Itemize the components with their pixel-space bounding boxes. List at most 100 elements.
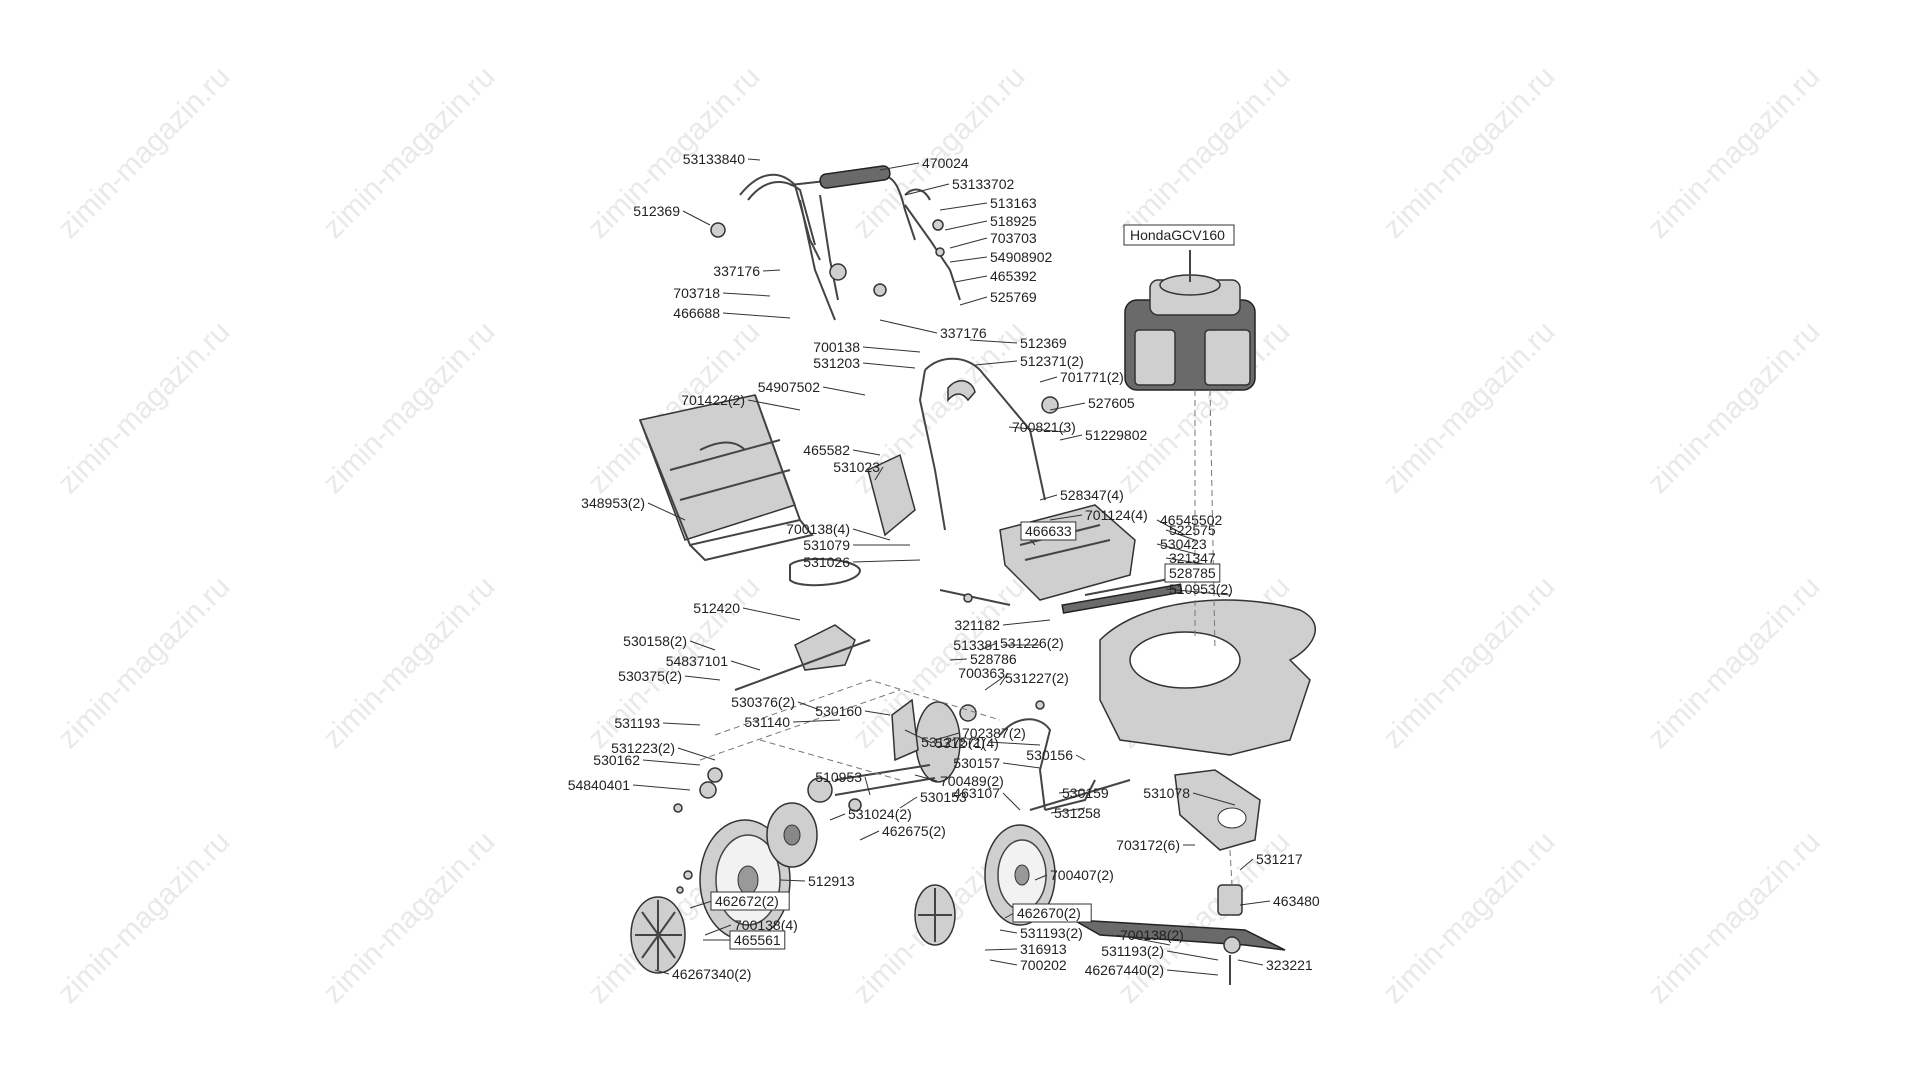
front-hubcap bbox=[914, 884, 956, 946]
part-number-text: 531217 bbox=[1256, 851, 1303, 867]
part-label: 531271(4) bbox=[935, 735, 999, 751]
part-number-text: 531193(2) bbox=[1020, 925, 1083, 941]
leader-line bbox=[989, 959, 1018, 966]
leader-line bbox=[647, 502, 686, 521]
part-label: 701422(2) bbox=[681, 392, 745, 408]
leader-line bbox=[939, 202, 988, 211]
leader-line bbox=[1002, 792, 1021, 811]
part-label: 531193(2) bbox=[1020, 925, 1083, 941]
leader-line bbox=[852, 559, 921, 563]
watermark-text: zimin-magazin.ru bbox=[1377, 315, 1562, 500]
leader-line bbox=[1165, 529, 1196, 541]
part-label: 701124(4) bbox=[1085, 507, 1148, 523]
part-label: 463480 bbox=[1273, 893, 1320, 909]
part-label: 700138(2) bbox=[1120, 927, 1184, 943]
part-label: 522575 bbox=[1169, 522, 1216, 538]
part-label: 462675(2) bbox=[882, 823, 946, 839]
watermark-text: zimin-magazin.ru bbox=[1377, 570, 1562, 755]
leader-line bbox=[949, 237, 988, 249]
leader-line bbox=[879, 162, 920, 171]
leader-line bbox=[1165, 588, 1231, 596]
rear-drive-axle bbox=[807, 764, 936, 812]
part-label: 530153 bbox=[920, 789, 967, 805]
part-label: 462672(2) bbox=[710, 891, 790, 911]
leader-line bbox=[829, 813, 846, 821]
leader-line bbox=[822, 386, 866, 396]
part-number-text: 531024(2) bbox=[848, 806, 912, 822]
leader-line bbox=[864, 776, 871, 796]
part-number-text: 316913 bbox=[1020, 941, 1067, 957]
part-number-text: 525769 bbox=[990, 289, 1037, 305]
leader-line bbox=[662, 722, 701, 726]
leader-line bbox=[1237, 959, 1264, 966]
part-number-text: 462670(2) bbox=[1017, 905, 1081, 921]
part-label: 531227(2) bbox=[1005, 670, 1069, 686]
watermark-text: zimin-magazin.ru bbox=[52, 60, 237, 245]
part-number-text: 703703 bbox=[990, 230, 1037, 246]
leader-line bbox=[677, 747, 716, 761]
part-number-text: 530423 bbox=[1160, 536, 1207, 552]
part-label: 530423 bbox=[1160, 536, 1207, 552]
part-number-text: 54908902 bbox=[990, 249, 1053, 265]
leader-line bbox=[1192, 792, 1236, 806]
part-number-text: 530376(2) bbox=[731, 694, 795, 710]
watermark-text: zimin-magazin.ru bbox=[317, 570, 502, 755]
leader-line bbox=[654, 969, 670, 975]
part-number-text: 700138 bbox=[813, 339, 860, 355]
part-number-text: 701422(2) bbox=[681, 392, 745, 408]
part-number-text: 700138(2) bbox=[1120, 927, 1184, 943]
part-label: 470024 bbox=[922, 155, 969, 171]
part-number-text: 46267440(2) bbox=[1085, 962, 1164, 978]
leader-line bbox=[682, 210, 711, 226]
part-number-text: 530162 bbox=[593, 752, 640, 768]
leader-line bbox=[979, 642, 998, 651]
part-label: 323221 bbox=[1266, 957, 1313, 973]
part-number-text: 512420 bbox=[693, 600, 740, 616]
part-label: 337176 bbox=[713, 263, 760, 279]
part-number-text: 513163 bbox=[990, 195, 1037, 211]
part-number-text: 703718 bbox=[673, 285, 720, 301]
part-number-text: 700138(4) bbox=[786, 521, 850, 537]
part-number-text: 527605 bbox=[1088, 395, 1135, 411]
part-number-text: 512913 bbox=[808, 873, 855, 889]
part-label: 512369 bbox=[633, 203, 680, 219]
boxed-label-frame bbox=[729, 930, 786, 950]
part-label: 512913 bbox=[808, 873, 855, 889]
part-number-text: 463480 bbox=[1273, 893, 1320, 909]
part-label: 531226(2) bbox=[1000, 635, 1064, 651]
leader-line bbox=[704, 924, 732, 936]
boxed-label-frame bbox=[710, 891, 790, 911]
part-number-text: 703172(6) bbox=[1116, 837, 1180, 853]
grass-catcher bbox=[638, 394, 814, 562]
watermark-text: zimin-magazin.ru bbox=[1377, 825, 1562, 1010]
leader-line bbox=[1239, 900, 1271, 906]
part-label: 702387(2) bbox=[962, 725, 1026, 741]
front-wheel bbox=[984, 824, 1056, 926]
part-number-text: 470024 bbox=[922, 155, 969, 171]
leader-line bbox=[1239, 858, 1254, 871]
leader-line bbox=[852, 449, 881, 456]
rear-wheel-hub bbox=[673, 767, 723, 894]
watermark-text: zimin-magazin.ru bbox=[1642, 570, 1827, 755]
boxed-label-frame bbox=[1020, 521, 1077, 541]
part-number-text: 46267340(2) bbox=[672, 966, 751, 982]
part-number-text: 462672(2) bbox=[715, 893, 779, 909]
watermark-text: zimin-magazin.ru bbox=[317, 60, 502, 245]
part-label: 530376(2) bbox=[731, 694, 795, 710]
leader-line bbox=[862, 346, 921, 353]
part-label: 53133840 bbox=[683, 151, 746, 167]
watermark-text: zimin-magazin.ru bbox=[317, 315, 502, 500]
part-label: 700489(2) bbox=[940, 773, 1004, 789]
leader-line bbox=[984, 677, 1003, 691]
part-label: 531203 bbox=[813, 355, 860, 371]
part-label: 531026 bbox=[803, 554, 850, 570]
part-number-text: 348953(2) bbox=[581, 495, 645, 511]
leader-line bbox=[779, 879, 806, 882]
leader-line bbox=[1075, 754, 1086, 761]
part-label: 530156 bbox=[1026, 747, 1073, 763]
part-label: 463107 bbox=[953, 785, 1000, 801]
part-label: 703703 bbox=[990, 230, 1037, 246]
